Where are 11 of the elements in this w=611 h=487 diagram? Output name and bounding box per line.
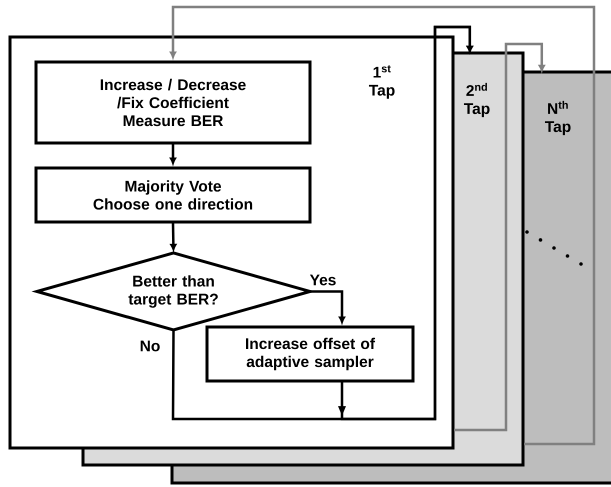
arrow <box>170 223 177 251</box>
arrow <box>310 290 346 324</box>
process-box: Increase / Decrease /Fix Coefficient Measure BER <box>34 60 312 144</box>
edge-label: No <box>138 340 162 352</box>
arrow <box>338 26 473 420</box>
arrow <box>454 42 545 432</box>
arrow <box>170 144 176 164</box>
process-box: Majority Vote Choose one direction <box>34 166 312 224</box>
edge-label: Yes <box>308 274 338 286</box>
arrow <box>170 6 596 446</box>
process-box: Increase offset of adaptive sampler <box>206 326 414 382</box>
